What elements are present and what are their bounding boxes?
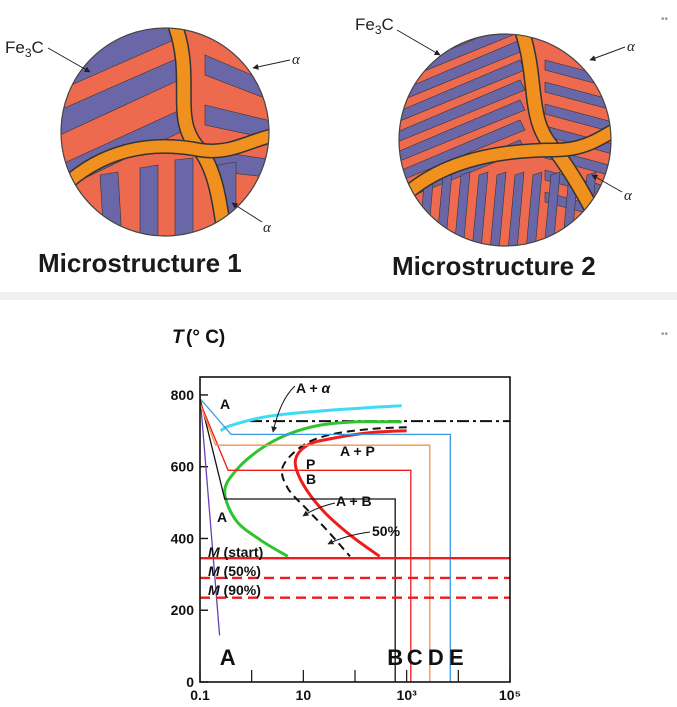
x-tick-label: 10⁵ [499, 687, 521, 703]
ttt-chart: T (° C) 0 200 400 600 800 0.1 10 10³ 10⁵ A A + α… [171, 327, 521, 703]
cementite-lamella [399, 99, 526, 166]
y-axis-unit: (° C) [186, 327, 225, 348]
region-label-a-plus-alpha: A + α [296, 380, 332, 396]
region-label-a-plus-b: A + B [336, 493, 372, 509]
grain-outline-1 [60, 27, 270, 237]
cementite-lamella [204, 104, 269, 141]
cooling-path-b [199, 398, 396, 682]
label-m-90: M (90%) [208, 582, 261, 598]
path-label-e: E [449, 645, 464, 670]
cementite-lamella [174, 157, 194, 236]
cementite-lamella [507, 171, 525, 246]
cementite-lamella [544, 81, 611, 113]
label-m-start: M (start) [208, 544, 263, 560]
y-tick-label: 0 [186, 674, 194, 690]
corner-dots-top: •• [661, 14, 669, 25]
arrow-alpha-top-1 [252, 59, 291, 70]
caption-microstructure-1: Microstructure 1 [38, 248, 242, 278]
curve-transformation-start [223, 420, 402, 558]
curve-a-alpha-start [219, 404, 402, 433]
axis-ticks: 0 200 400 600 800 0.1 10 10³ 10⁵ [171, 387, 521, 703]
label-fe3c-1: Fe3C [5, 38, 44, 60]
caption-microstructure-2: Microstructure 2 [392, 251, 596, 281]
path-label-d: D [428, 645, 444, 670]
cooling-path-a [199, 394, 221, 636]
cooling-path-d [199, 403, 431, 682]
cooling-paths [199, 394, 451, 682]
cementite-lamella [399, 119, 526, 186]
x-tick-label: 0.1 [190, 687, 210, 703]
y-tick-label: 800 [171, 387, 195, 403]
transformation-curves [219, 404, 510, 558]
martensite-lines [200, 557, 510, 599]
region-label-a-lower: A [217, 509, 227, 525]
region-label-a-plus-p: A + P [340, 443, 375, 459]
label-m-50: M (50%) [208, 563, 261, 579]
label-alpha-bottom-1: α [263, 220, 272, 236]
arrow-fifty-percent [327, 531, 371, 545]
cementite-lamella [139, 164, 159, 236]
grain-boundaries-2 [399, 34, 611, 233]
path-label-b: B [387, 645, 403, 670]
y-axis-symbol: T [172, 327, 185, 348]
label-alpha-top-2: α [627, 39, 636, 55]
panel-separator [0, 292, 677, 300]
arrow-fe3c-2 [396, 29, 441, 56]
boundary-cementite [399, 124, 611, 206]
grain-outline-2 [398, 33, 612, 247]
y-tick-label: 600 [171, 459, 195, 475]
path-label-c: C [407, 645, 423, 670]
cementite-lamella [99, 171, 123, 236]
x-tick-label: 10³ [397, 687, 418, 703]
cementite-lamella [453, 171, 471, 246]
y-tick-label: 200 [171, 602, 195, 618]
region-label-a-upper: A [220, 396, 230, 412]
label-fe3c-2: Fe3C [355, 15, 394, 37]
microstructure-1: Fe3C α α Microstructure 1 [5, 27, 301, 278]
region-label-b: B [306, 471, 316, 487]
cementite-lamella [544, 103, 611, 135]
boundary-cementite [61, 129, 269, 196]
arrow-a-plus-alpha [271, 385, 296, 433]
path-label-a: A [220, 645, 236, 670]
arrow-a-plus-b [302, 502, 336, 517]
y-tick-label: 400 [171, 530, 195, 546]
region-label-fifty-percent: 50% [372, 523, 401, 539]
arrow-alpha-bottom-1 [231, 202, 263, 223]
grain-boundaries-1 [61, 28, 269, 236]
label-alpha-top-1: α [292, 52, 301, 68]
region-label-p: P [306, 456, 315, 472]
cementite-lamellae-1 [61, 28, 269, 236]
arrow-alpha-top-2 [589, 46, 626, 61]
ttt-diagram-panel [0, 300, 677, 707]
plot-frame [199, 376, 511, 683]
microstructure-2: Fe3C α α Microstructure 2 [355, 15, 636, 281]
label-alpha-bottom-2: α [624, 188, 633, 204]
corner-dots-bottom: •• [661, 329, 669, 340]
cementite-lamella [471, 171, 489, 246]
cementite-lamella [525, 171, 543, 246]
curve-fifty-percent [280, 426, 407, 558]
cementite-lamella [543, 171, 561, 246]
arrow-fe3c-1 [47, 47, 91, 73]
cementite-lamella [489, 171, 507, 246]
x-tick-label: 10 [296, 687, 312, 703]
cooling-path-c [199, 401, 412, 682]
arrow-alpha-bottom-2 [591, 174, 623, 193]
